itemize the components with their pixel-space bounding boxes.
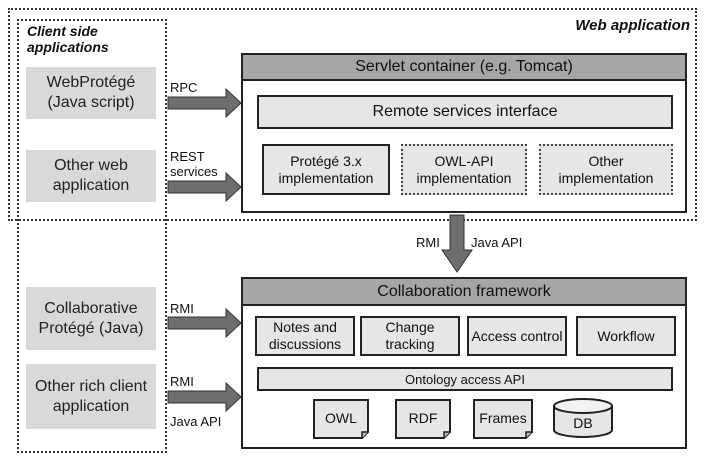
notes-module-label: Notes and discussions — [268, 319, 342, 352]
client-other-web-app: Other web application — [26, 150, 156, 202]
protege3-implementation: Protégé 3.x implementation — [262, 144, 390, 195]
storage-rdf-label: RDF — [409, 410, 438, 426]
client-other-web-app-label: Other web application — [52, 157, 130, 194]
client-side-region — [17, 19, 167, 453]
label-rmi-center: RMI — [416, 235, 440, 250]
storage-frames-label: Frames — [479, 410, 526, 426]
label-rest-services: REST services — [170, 149, 218, 179]
client-webprotege: WebProtégé (Java script) — [26, 67, 156, 119]
remote-services-label: Remote services interface — [372, 103, 558, 120]
change-tracking-module-label: Change tracking — [385, 319, 435, 352]
web-application-title: Web application — [575, 17, 690, 34]
client-other-rich: Other rich client application — [26, 364, 156, 429]
other-implementation-label: Other implementation — [558, 152, 654, 186]
arrow-rest — [167, 171, 242, 203]
servlet-container-title: Servlet container (e.g. Tomcat) — [355, 58, 573, 75]
client-collaborative-protege: Collaborative Protégé (Java) — [26, 287, 156, 350]
collaboration-framework-title: Collaboration framework — [377, 282, 551, 300]
label-rmi-rich: RMI — [170, 374, 194, 389]
ontology-access-api: Ontology access API — [257, 367, 673, 391]
arrow-servlet-to-collab — [441, 214, 473, 273]
client-other-rich-label: Other rich client application — [34, 377, 148, 415]
web-application-region — [8, 8, 697, 221]
remote-services-interface: Remote services interface — [257, 95, 673, 129]
label-rmi-collab: RMI — [170, 301, 194, 316]
storage-db-icon: DB — [553, 398, 613, 438]
storage-rdf: RDF — [395, 399, 451, 439]
change-tracking-module: Change tracking — [360, 316, 460, 356]
storage-owl: OWL — [313, 399, 369, 439]
arrow-rpc — [167, 87, 242, 119]
storage-shapes: OWL RDF Frames DB — [313, 398, 613, 439]
storage-db-label: DB — [573, 415, 592, 431]
label-java-api-center: Java API — [471, 235, 523, 250]
access-control-module-label: Access control — [471, 327, 563, 344]
other-implementation: Other implementation — [539, 144, 673, 195]
collaboration-framework-header: Collaboration framework — [243, 279, 685, 306]
protege3-implementation-label: Protégé 3.x implementation — [278, 152, 374, 186]
workflow-module-label: Workflow — [597, 327, 655, 344]
workflow-module: Workflow — [576, 316, 676, 356]
notes-module: Notes and discussions — [255, 316, 355, 356]
label-rpc: RPC — [170, 80, 198, 95]
owlapi-implementation: OWL-API implementation — [401, 144, 527, 195]
client-side-title: Client side applications — [27, 23, 109, 55]
label-java-api-rich: Java API — [170, 414, 222, 429]
client-webprotege-label: WebProtégé (Java script) — [46, 74, 136, 111]
ontology-access-api-label: Ontology access API — [405, 371, 525, 387]
storage-frames: Frames — [473, 399, 533, 439]
arrow-rmi-collab — [167, 307, 242, 339]
client-collaborative-protege-label: Collaborative Protégé (Java) — [38, 299, 144, 337]
servlet-container-header: Servlet container (e.g. Tomcat) — [243, 55, 685, 81]
access-control-module: Access control — [467, 316, 567, 356]
storage-owl-label: OWL — [325, 410, 357, 426]
owlapi-implementation-label: OWL-API implementation — [416, 152, 512, 186]
arrow-rmi-rich — [167, 381, 242, 413]
